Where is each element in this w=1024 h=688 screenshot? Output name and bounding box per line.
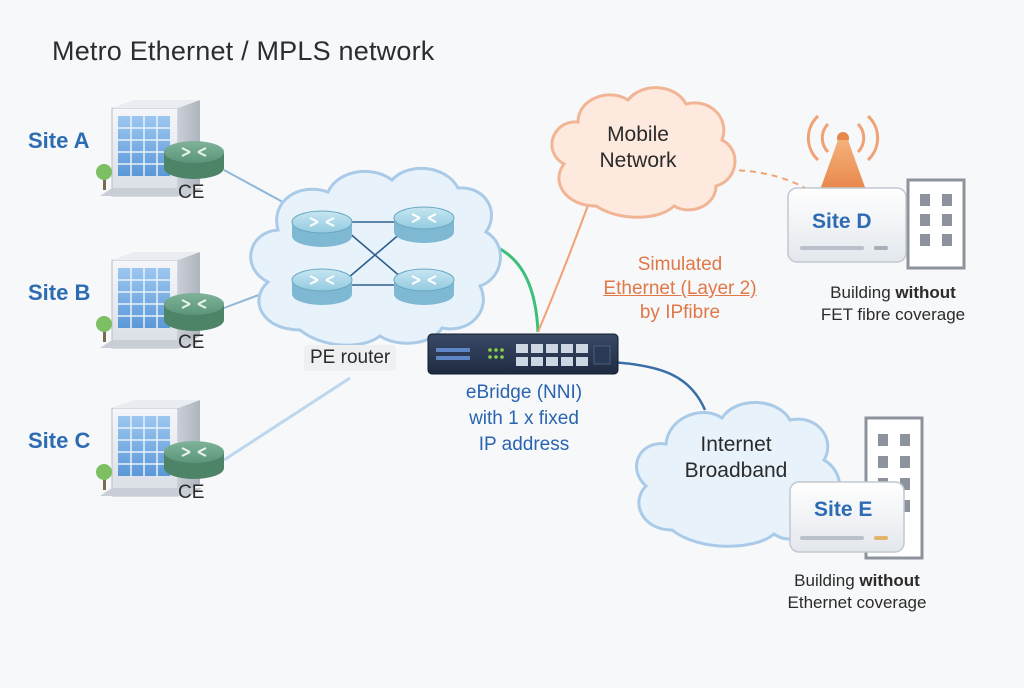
site-d-label: Site D <box>812 210 872 233</box>
tree-icon <box>96 164 112 190</box>
ce-router-icon <box>164 141 224 179</box>
site-b-building <box>96 252 224 349</box>
diagram-title: Metro Ethernet / MPLS network <box>52 36 435 66</box>
link-site-a-ce <box>223 169 293 208</box>
office-building-icon <box>100 400 202 497</box>
site-c-building <box>96 400 224 497</box>
pe-router-icon <box>291 268 353 305</box>
internet-broadband-label: Internet Broadband <box>684 433 788 482</box>
pe-router-label: PE router <box>304 345 397 371</box>
cell-tower-icon <box>806 114 880 190</box>
mobile-network-cloud <box>550 86 737 219</box>
simulated-ethernet-label: Simulated Ethernet (Layer 2) by IPfibre <box>603 254 757 323</box>
modem-box-icon <box>789 481 905 553</box>
site-c-label: Site C <box>28 428 91 453</box>
tree-icon <box>96 316 112 342</box>
modem-box-icon <box>787 187 907 263</box>
link-site-c-ce <box>223 376 351 462</box>
site-c-ce-label: CE <box>178 482 205 503</box>
mobile-network-label: Mobile Network <box>599 123 677 172</box>
pe-router-icon <box>393 268 455 305</box>
site-e-caption: Building without Ethernet coverage <box>787 571 927 612</box>
site-e-label: Site E <box>814 498 873 521</box>
site-b-ce-label: CE <box>178 332 205 353</box>
link-ebridge-to-internet <box>609 360 707 411</box>
tree-icon <box>96 464 112 490</box>
internet-cloud <box>635 401 842 548</box>
ce-router-icon <box>164 441 224 479</box>
site-d-caption: Building without FET fibre coverage <box>820 283 966 324</box>
pe-router-icon <box>291 210 353 247</box>
link-ebridge-to-mobile <box>537 199 591 333</box>
ebridge-label: eBridge (NNI) with 1 x fixed IP address <box>465 382 583 455</box>
pe-router-icon <box>393 206 455 243</box>
switch-icon <box>427 333 619 375</box>
site-a-label: Site A <box>28 128 90 153</box>
site-d-building-icon <box>906 178 966 270</box>
site-a-building <box>96 100 224 197</box>
mpls-cloud <box>249 166 502 347</box>
site-b-label: Site B <box>28 280 91 305</box>
site-a-ce-label: CE <box>178 182 205 203</box>
ce-router-icon <box>164 293 224 331</box>
